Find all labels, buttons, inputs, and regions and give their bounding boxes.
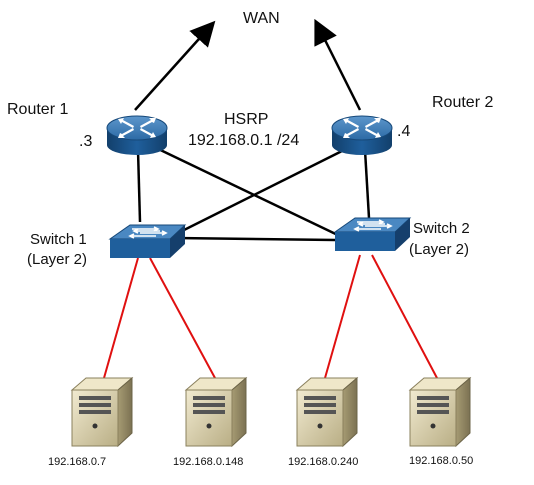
- router2-name: Router 2: [432, 94, 493, 111]
- link-r2-sw1: [159, 146, 349, 244]
- server-icon: [70, 376, 134, 448]
- server4-ip: 192.168.0.50: [409, 455, 473, 467]
- router-icon: [106, 115, 168, 155]
- link-sw1-srv1: [103, 257, 139, 379]
- switch2-layer: (Layer 2): [409, 241, 469, 258]
- switch-icon: [333, 217, 412, 251]
- server-icon: [408, 376, 472, 448]
- link-r2-sw2: [363, 149, 371, 219]
- router1-addr: .3: [79, 133, 92, 150]
- server-icon: [184, 376, 248, 448]
- server-icon: [295, 376, 359, 448]
- link-sw2-srv3: [324, 254, 361, 379]
- trunk-links: [136, 143, 371, 244]
- link-sw1-sw2: [174, 236, 336, 242]
- link-r1-sw2: [149, 143, 345, 240]
- link-r1-sw1: [136, 149, 142, 223]
- switch-icon: [108, 224, 187, 258]
- server2-ip: 192.168.0.148: [173, 456, 243, 468]
- wan-link-router1: [134, 20, 216, 111]
- hsrp-vip-label: 192.168.0.1 /24: [188, 132, 299, 149]
- link-sw1-srv2: [149, 257, 216, 379]
- wan-link-router2: [314, 18, 362, 111]
- router1-name: Router 1: [7, 101, 68, 118]
- access-links: [103, 254, 438, 379]
- server1-ip: 192.168.0.7: [48, 456, 106, 468]
- router2-addr: .4: [397, 123, 410, 140]
- router-icon: [331, 115, 393, 155]
- link-sw2-srv4: [371, 254, 438, 379]
- hsrp-label: HSRP: [224, 111, 268, 128]
- switch2-name: Switch 2: [413, 220, 470, 237]
- server3-ip: 192.168.0.240: [288, 456, 358, 468]
- wan-label: WAN: [243, 10, 280, 27]
- switch1-layer: (Layer 2): [27, 251, 87, 268]
- switch1-name: Switch 1: [30, 231, 87, 248]
